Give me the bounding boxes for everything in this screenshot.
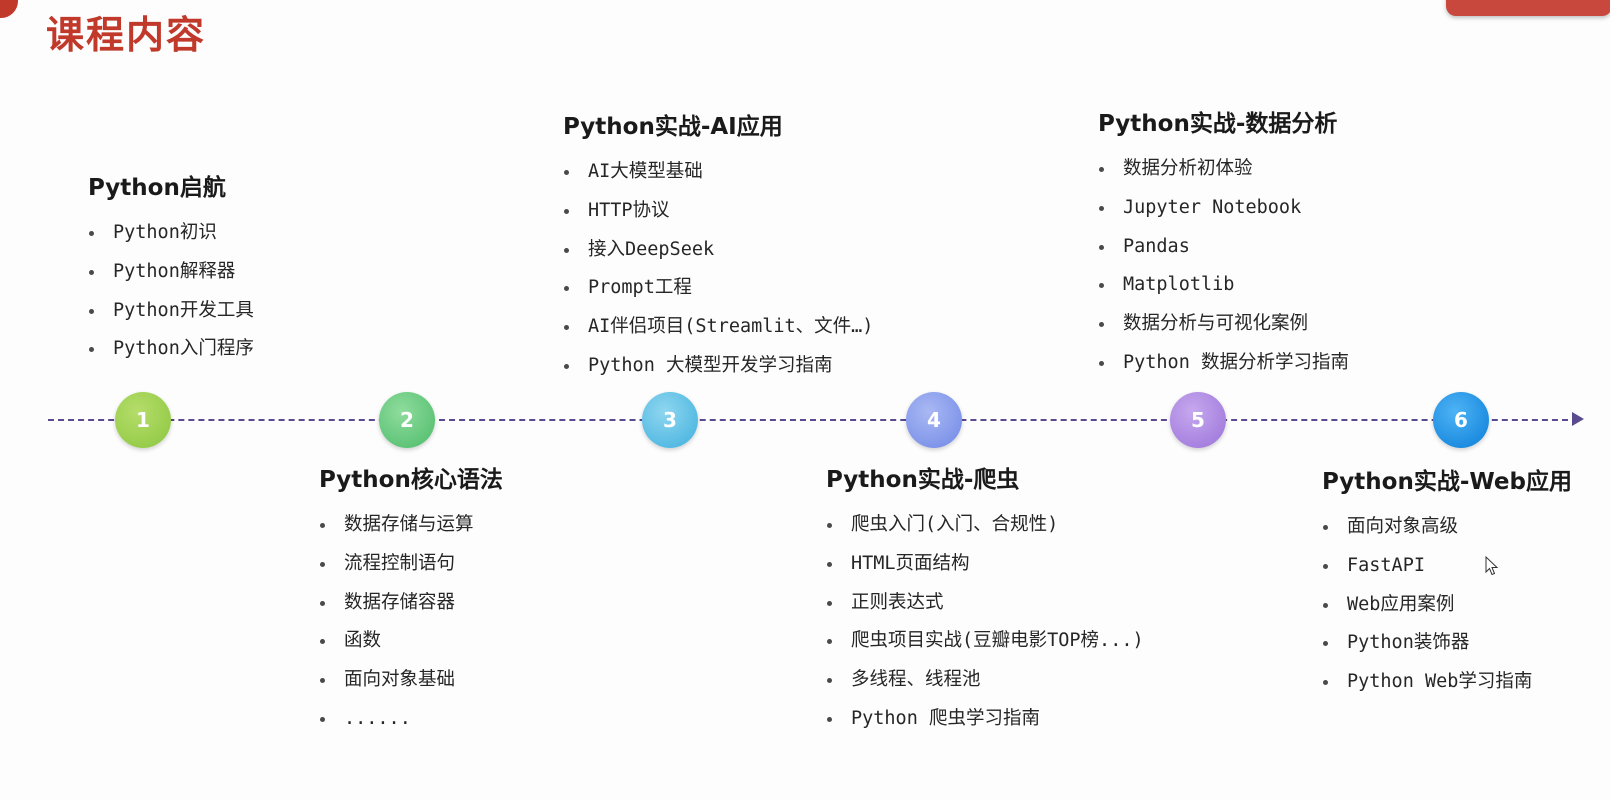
module-core-syntax: Python核心语法 数据存储与运算 流程控制语句 数据存储容器 函数 面向对象… xyxy=(319,460,503,739)
list-item: 接入DeepSeek xyxy=(563,231,873,270)
timeline-node-6: 6 xyxy=(1433,392,1489,448)
module-topic-list: 数据分析初体验 Jupyter Notebook Pandas Matplotl… xyxy=(1098,150,1349,383)
module-web-application: Python实战-Web应用 面向对象高级 FastAPI Web应用案例 Py… xyxy=(1322,462,1572,702)
list-item: AI伴侣项目(Streamlit、文件…) xyxy=(563,308,873,347)
list-item: 面向对象基础 xyxy=(319,661,503,700)
list-item: FastAPI xyxy=(1322,547,1572,586)
module-title: Python核心语法 xyxy=(319,467,503,493)
corner-decoration xyxy=(0,0,18,18)
list-item: Python Web学习指南 xyxy=(1322,663,1572,702)
timeline-dashed-line xyxy=(48,419,1578,421)
list-item: 面向对象高级 xyxy=(1322,508,1572,547)
list-item: 多线程、线程池 xyxy=(826,661,1144,700)
list-item: Python入门程序 xyxy=(88,330,254,369)
module-topic-list: 面向对象高级 FastAPI Web应用案例 Python装饰器 Python … xyxy=(1322,508,1572,702)
module-title: Python实战-Web应用 xyxy=(1322,469,1572,495)
list-item: Python初识 xyxy=(88,214,254,253)
mouse-cursor-icon xyxy=(1485,556,1499,576)
module-title: Python实战-爬虫 xyxy=(826,467,1020,493)
module-data-analysis: Python实战-数据分析 数据分析初体验 Jupyter Notebook P… xyxy=(1098,104,1349,383)
module-ai-application: Python实战-AI应用 AI大模型基础 HTTP协议 接入DeepSeek … xyxy=(563,107,873,386)
timeline-node-4: 4 xyxy=(906,392,962,448)
list-item: Prompt工程 xyxy=(563,269,873,308)
list-item: Pandas xyxy=(1098,228,1349,267)
list-item: Python解释器 xyxy=(88,253,254,292)
module-title: Python实战-数据分析 xyxy=(1098,111,1338,137)
module-topic-list: Python初识 Python解释器 Python开发工具 Python入门程序 xyxy=(88,214,254,369)
list-item: HTML页面结构 xyxy=(826,545,1144,584)
list-item: ...... xyxy=(319,700,503,739)
list-item: Python开发工具 xyxy=(88,292,254,331)
timeline-node-3: 3 xyxy=(642,392,698,448)
list-item: 流程控制语句 xyxy=(319,545,503,584)
list-item: 正则表达式 xyxy=(826,584,1144,623)
module-web-crawler: Python实战-爬虫 爬虫入门(入门、合规性) HTML页面结构 正则表达式 … xyxy=(826,460,1144,739)
list-item: 数据存储与运算 xyxy=(319,506,503,545)
list-item: HTTP协议 xyxy=(563,192,873,231)
timeline-node-2: 2 xyxy=(379,392,435,448)
module-title: Python实战-AI应用 xyxy=(563,114,783,140)
list-item: Python装饰器 xyxy=(1322,624,1572,663)
module-topic-list: 爬虫入门(入门、合规性) HTML页面结构 正则表达式 爬虫项目实战(豆瓣电影T… xyxy=(826,506,1144,739)
list-item: Python 大模型开发学习指南 xyxy=(563,347,873,386)
list-item: Jupyter Notebook xyxy=(1098,189,1349,228)
arrow-right-icon xyxy=(1572,412,1584,426)
list-item: 数据存储容器 xyxy=(319,584,503,623)
list-item: 数据分析与可视化案例 xyxy=(1098,305,1349,344)
list-item: 函数 xyxy=(319,622,503,661)
module-title: Python启航 xyxy=(88,175,226,201)
list-item: 数据分析初体验 xyxy=(1098,150,1349,189)
list-item: 爬虫项目实战(豆瓣电影TOP榜...) xyxy=(826,622,1144,661)
timeline-node-1: 1 xyxy=(115,392,171,448)
module-topic-list: 数据存储与运算 流程控制语句 数据存储容器 函数 面向对象基础 ...... xyxy=(319,506,503,739)
list-item: AI大模型基础 xyxy=(563,153,873,192)
page-title: 课程内容 xyxy=(46,13,207,57)
module-python-launch: Python启航 Python初识 Python解释器 Python开发工具 P… xyxy=(88,168,254,369)
timeline-node-5: 5 xyxy=(1170,392,1226,448)
module-topic-list: AI大模型基础 HTTP协议 接入DeepSeek Prompt工程 AI伴侣项… xyxy=(563,153,873,386)
list-item: Matplotlib xyxy=(1098,266,1349,305)
list-item: Python 数据分析学习指南 xyxy=(1098,344,1349,383)
top-right-tab[interactable] xyxy=(1446,0,1610,16)
list-item: 爬虫入门(入门、合规性) xyxy=(826,506,1144,545)
list-item: Python 爬虫学习指南 xyxy=(826,700,1144,739)
list-item: Web应用案例 xyxy=(1322,586,1572,625)
